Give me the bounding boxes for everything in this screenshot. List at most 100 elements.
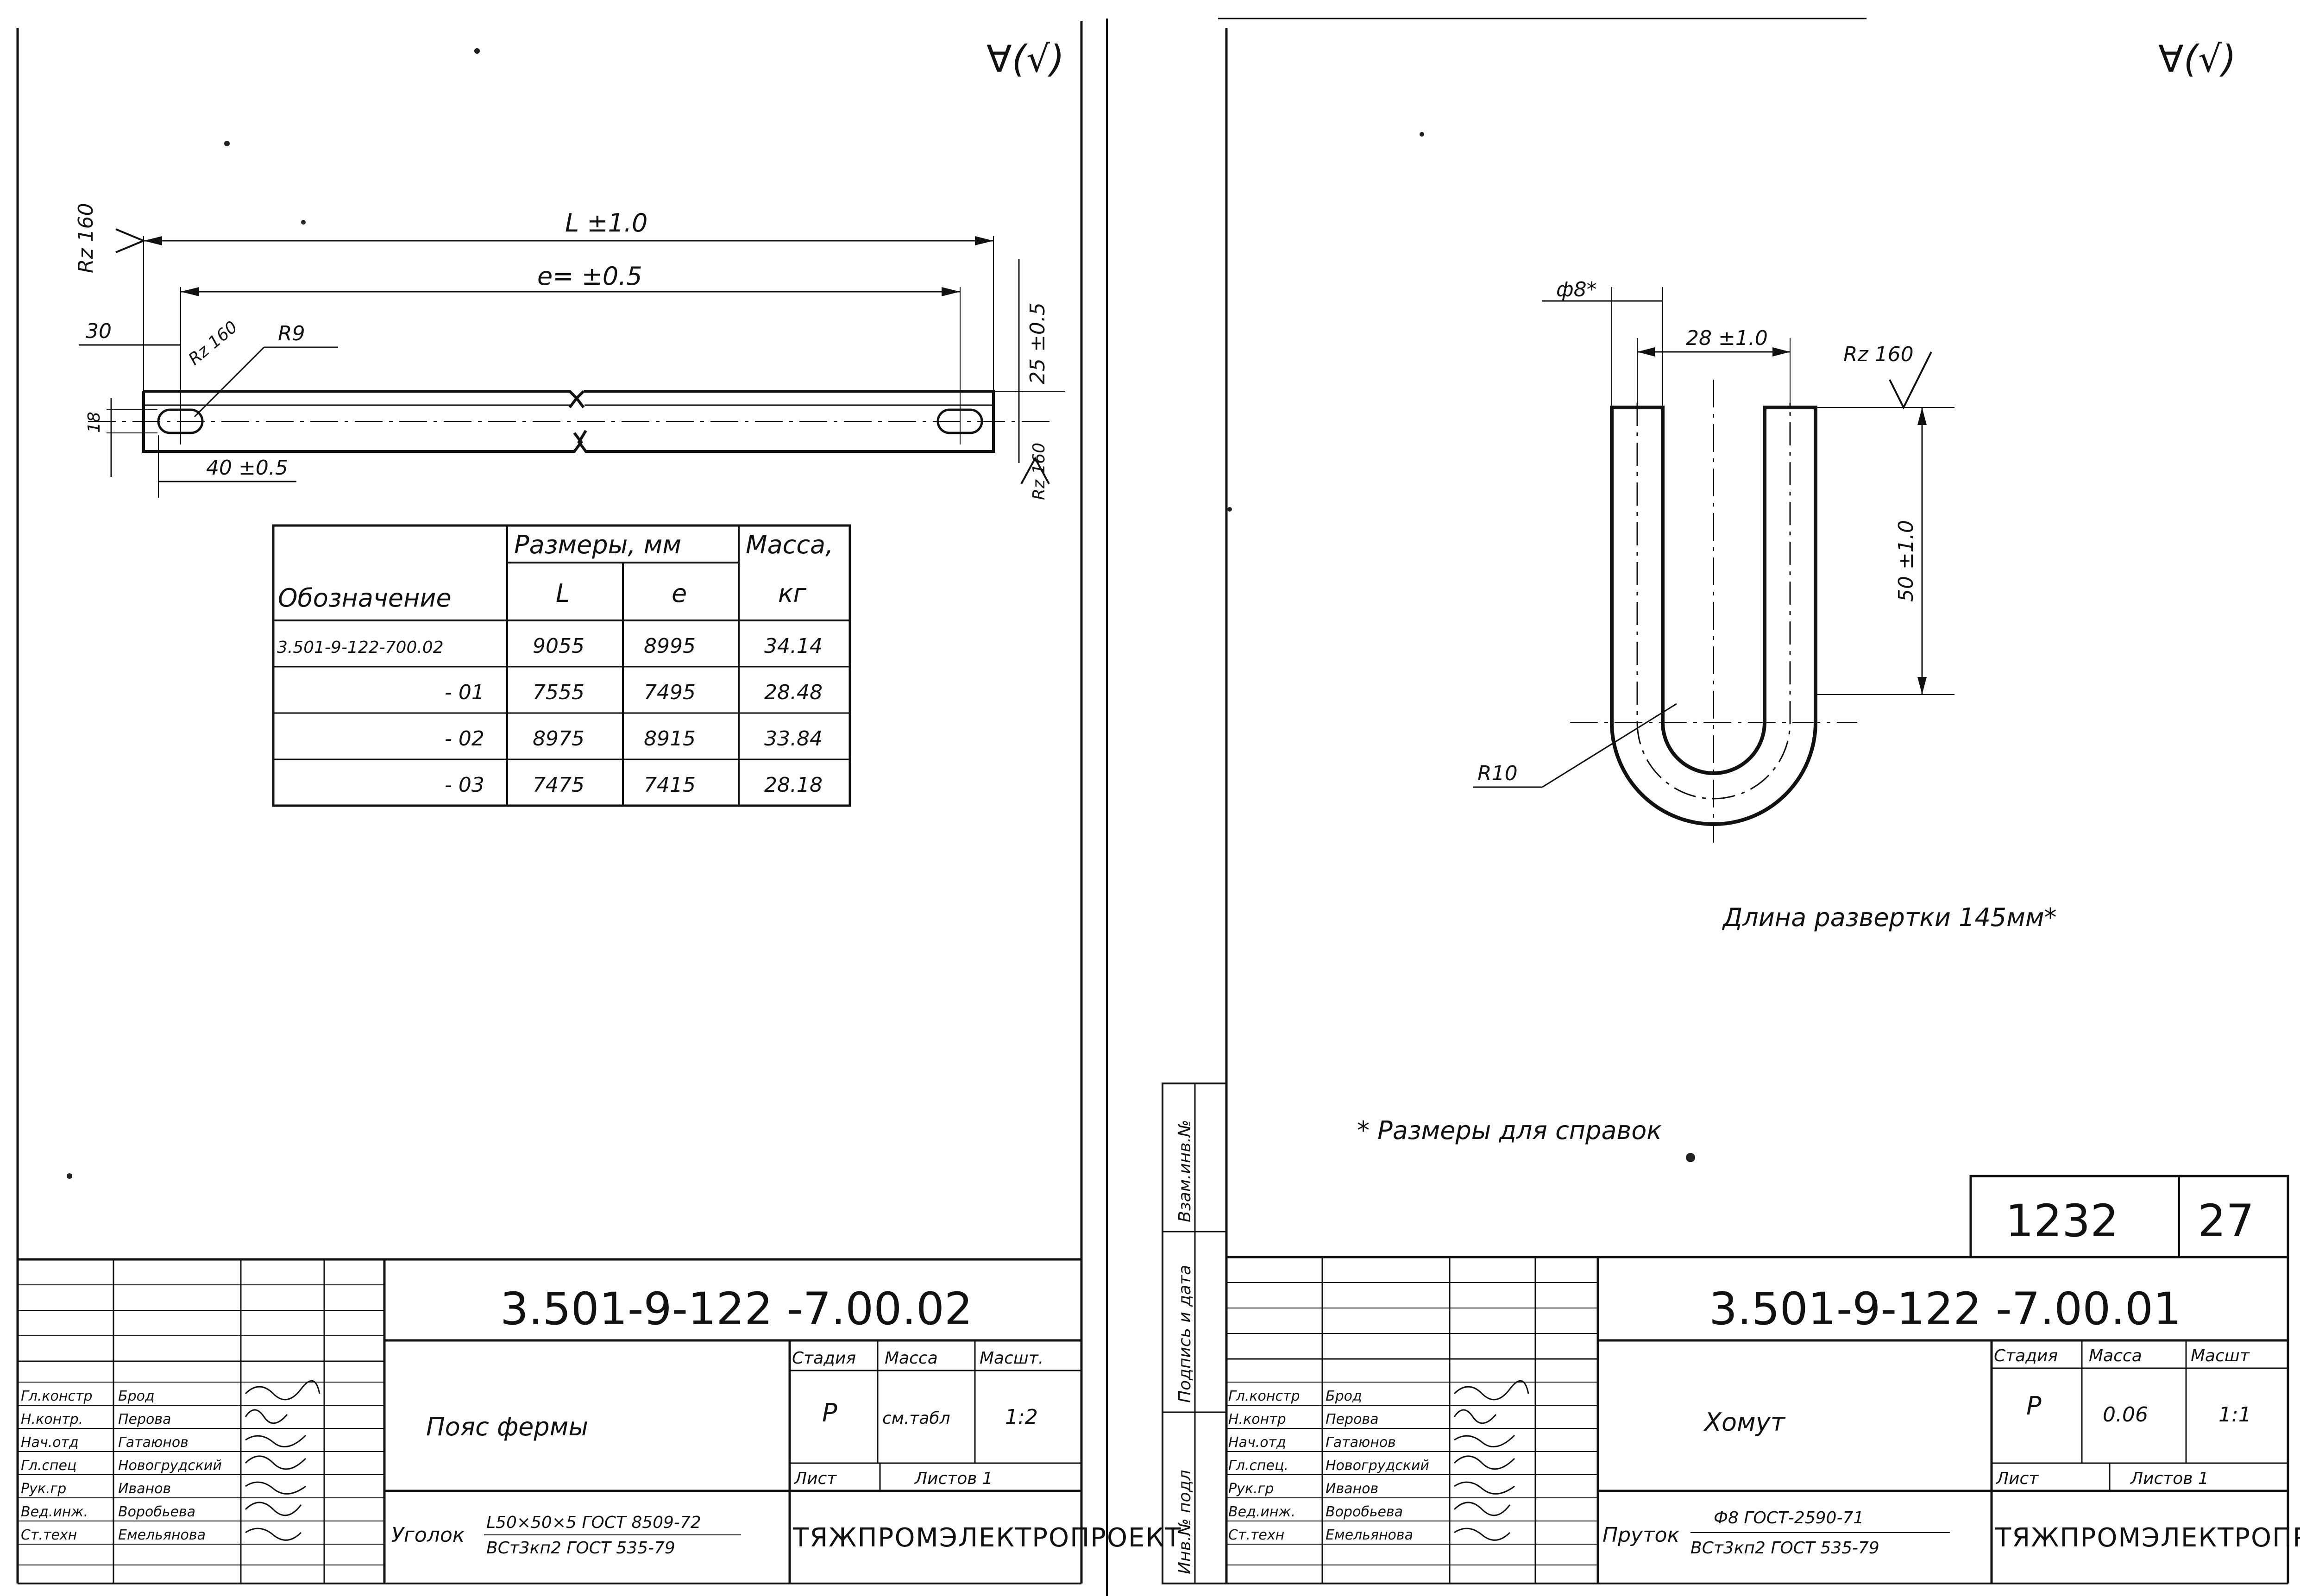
role-label: Гл.констр bbox=[21, 1388, 93, 1404]
stage-label: Стадия bbox=[1994, 1346, 2058, 1365]
scale-value: 1:2 bbox=[1005, 1405, 1038, 1429]
role-label: Рук.гр bbox=[21, 1481, 66, 1497]
role-label: Гл.спец bbox=[21, 1458, 76, 1474]
table-cell-e: 7495 bbox=[644, 681, 696, 704]
right-material-label: Пруток bbox=[1602, 1523, 1680, 1547]
roughness-symbol bbox=[115, 228, 146, 253]
dim-40-label: 40 ±0.5 bbox=[206, 456, 288, 480]
dim-inner-label: e= ±0.5 bbox=[537, 262, 642, 291]
left-material-line1: L50×50×5 ГОСТ 8509-72 bbox=[486, 1513, 701, 1532]
roughness-right-label: Rz 160 bbox=[1030, 443, 1049, 500]
handwritten-signatures bbox=[245, 1380, 320, 1541]
scan-artifacts bbox=[67, 48, 1695, 1179]
radius-label: R10 bbox=[1477, 762, 1518, 785]
person-name: Гатаюнов bbox=[1326, 1434, 1396, 1451]
scale-value: 1:1 bbox=[2218, 1403, 2251, 1427]
left-part-name: Пояс фермы bbox=[426, 1412, 588, 1441]
person-name: Брод bbox=[118, 1388, 155, 1404]
person-name: Перова bbox=[118, 1411, 171, 1427]
dim-30-label: 30 bbox=[86, 319, 112, 343]
table-cell-mass: 33.84 bbox=[764, 727, 823, 751]
right-organization: ТЯЖПРОМЭЛЕКТРОПРОЕКТ bbox=[1995, 1523, 2300, 1553]
table-header-designation: Обозначение bbox=[278, 583, 452, 613]
sheets-label: Листов 1 bbox=[914, 1469, 993, 1488]
table-cell-L: 9055 bbox=[533, 634, 584, 658]
right-material-line1: Ф8 ГОСТ-2590-71 bbox=[1714, 1508, 1864, 1527]
role-label: Н.контр bbox=[1228, 1411, 1286, 1427]
mass-value: 0.06 bbox=[2103, 1403, 2148, 1427]
table-header-mass-unit: кг bbox=[778, 579, 807, 608]
person-name: Воробьева bbox=[118, 1504, 195, 1520]
table-cell-L: 8975 bbox=[533, 727, 584, 751]
side-stamp: Инв.№ подл Подпись и дата Взам.инв.№ bbox=[1162, 1083, 1227, 1584]
right-sheet: ∀(√) ф8* 28 ±1.0 Rz 160 bbox=[1162, 18, 2300, 1584]
sizes-table: Обозначение Размеры, мм Масса, L e кг 3.… bbox=[272, 524, 851, 807]
u-clamp-outline bbox=[1610, 406, 1817, 826]
person-name: Брод bbox=[1326, 1388, 1362, 1404]
role-label: Нач.отд bbox=[1228, 1434, 1286, 1451]
table-cell-e: 8915 bbox=[644, 727, 696, 751]
bar-right-part bbox=[575, 390, 995, 453]
development-length: Длина развертки 145мм* bbox=[1722, 903, 2057, 932]
person-name: Иванов bbox=[1326, 1481, 1378, 1497]
roughness-hole-label: Rz 160 bbox=[185, 318, 241, 369]
role-label: Нач.отд bbox=[21, 1434, 79, 1451]
left-material-line2: ВСт3кп2 ГОСТ 535-79 bbox=[486, 1539, 675, 1558]
handwritten-signatures bbox=[1453, 1380, 1529, 1541]
signature-grid bbox=[1226, 1257, 1598, 1583]
dim-28-label: 28 ±1.0 bbox=[1686, 326, 1768, 350]
right-doc-number: 3.501-9-122 -7.00.01 bbox=[1709, 1283, 2181, 1335]
table-header-mass: Масса, bbox=[746, 530, 833, 559]
table-border bbox=[272, 524, 851, 807]
corner-sheet: 27 bbox=[2198, 1195, 2254, 1247]
roughness-symbol bbox=[1020, 456, 1050, 484]
right-title-block: Гл.констр Н.контр Нач.отд Гл.спец. Рук.г… bbox=[1226, 1256, 2300, 1583]
mass-value: см.табл bbox=[882, 1409, 950, 1428]
dim-arrows bbox=[1637, 347, 1790, 357]
role-label: Гл.констр bbox=[1228, 1388, 1300, 1404]
left-title-block: Гл.констр Н.контр. Нач.отд Гл.спец Рук.г… bbox=[18, 1258, 1181, 1583]
dim-total-label: L ±1.0 bbox=[565, 208, 647, 238]
dim-50-label: 50 ±1.0 bbox=[1894, 520, 1918, 602]
sheet-label: Лист bbox=[793, 1469, 837, 1488]
table-cell-designation: - 02 bbox=[445, 727, 484, 751]
signature-grid bbox=[18, 1259, 384, 1583]
role-label: Рук.гр bbox=[1228, 1481, 1274, 1497]
person-name: Воробьева bbox=[1326, 1504, 1403, 1520]
bar-left-part bbox=[142, 390, 583, 453]
stamp-label: Подпись и дата bbox=[1175, 1265, 1194, 1403]
stamp-label: Взам.инв.№ bbox=[1175, 1120, 1194, 1222]
leader-line bbox=[1542, 703, 1677, 788]
stage-value: Р bbox=[822, 1398, 837, 1427]
left-roughness-mark: ∀(√) bbox=[987, 38, 1064, 81]
reference-note: * Размеры для справок bbox=[1357, 1116, 1662, 1145]
stage-value: Р bbox=[2026, 1391, 2042, 1421]
stage-label: Стадия bbox=[792, 1349, 856, 1368]
sheets-label: Листов 1 bbox=[2130, 1469, 2209, 1488]
leader-line bbox=[194, 346, 265, 418]
table-cell-designation: - 03 bbox=[445, 773, 484, 797]
mass-label: Масса bbox=[2089, 1346, 2142, 1365]
right-material-line2: ВСт3кп2 ГОСТ 535-79 bbox=[1690, 1539, 1879, 1558]
person-name: Емельянова bbox=[118, 1527, 206, 1543]
table-cell-mass: 28.18 bbox=[764, 773, 823, 797]
mass-label: Масса bbox=[885, 1349, 938, 1368]
person-name: Иванов bbox=[118, 1481, 171, 1497]
dim-25-label: 25 ±0.5 bbox=[1026, 302, 1049, 384]
truss-chord-drawing: L ±1.0 e= ±0.5 30 Rz 160 R9 Rz 160 18 bbox=[74, 203, 1065, 500]
scale-label: Масшт bbox=[2191, 1346, 2250, 1365]
role-label: Н.контр. bbox=[21, 1411, 83, 1427]
corner-number: 1232 bbox=[2005, 1195, 2118, 1247]
scale-label: Масшт. bbox=[980, 1349, 1043, 1368]
table-header-L: L bbox=[556, 579, 570, 608]
table-cell-e: 8995 bbox=[644, 634, 696, 658]
table-cell-L: 7555 bbox=[533, 681, 584, 704]
role-label: Ст.техн bbox=[1228, 1527, 1284, 1543]
u-clamp-drawing: ф8* 28 ±1.0 Rz 160 50 ±1.0 R10 Длина раз… bbox=[1357, 278, 2057, 1145]
right-part-name: Хомут bbox=[1703, 1408, 1786, 1437]
role-label: Ст.техн bbox=[21, 1527, 77, 1543]
dim-slot-18-label: 18 bbox=[85, 412, 104, 433]
person-name: Новогрудский bbox=[118, 1458, 222, 1474]
table-cell-e: 7415 bbox=[644, 773, 696, 797]
